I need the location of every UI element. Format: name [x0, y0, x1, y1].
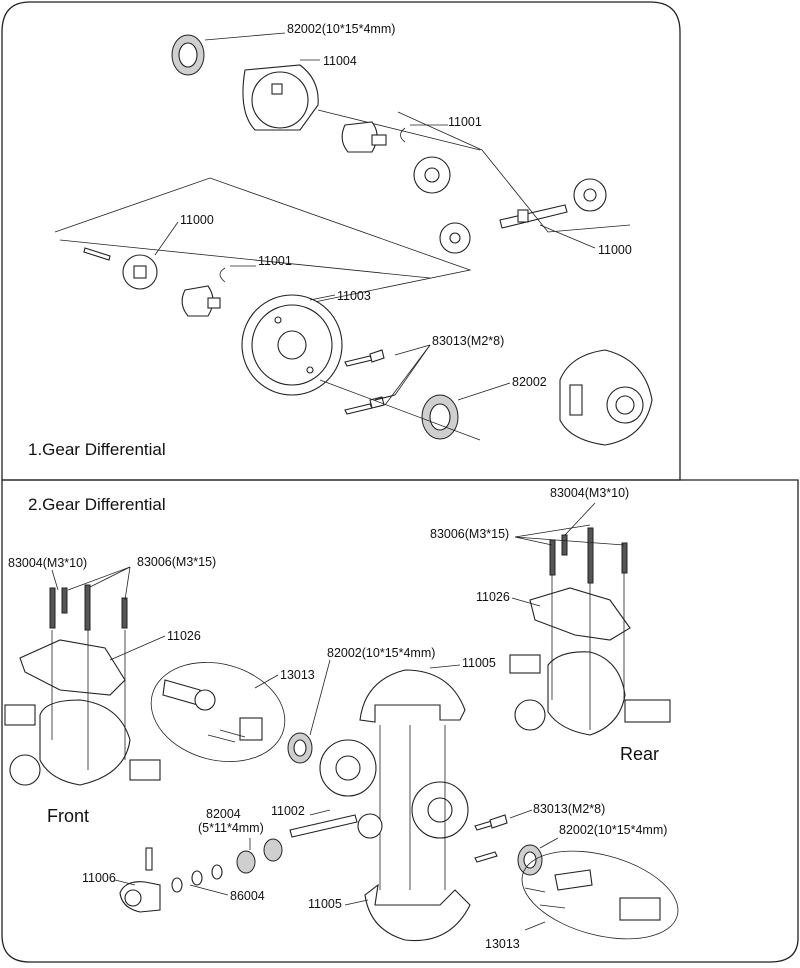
label-bearing-right: 82002(10*15*4mm)	[559, 823, 667, 837]
label-bearing-small-size: (5*11*4mm)	[198, 821, 264, 835]
label-right-brace: 11026	[476, 590, 510, 604]
label-screws: 83013(M2*8)	[432, 334, 504, 348]
panel2-title: 2.Gear Differential	[28, 495, 166, 514]
label-shims: 86004	[230, 889, 265, 903]
panel1-drawing	[54, 32, 653, 446]
label-right-screw-b: 83006(M3*15)	[430, 527, 509, 541]
label-pin-gear-left: 11001	[258, 254, 292, 268]
label-case: 11004	[323, 54, 357, 68]
label-shaft-left: 11000	[180, 213, 214, 227]
label-rear: Rear	[620, 744, 659, 764]
lower-frame	[1, 479, 799, 963]
label-ring-gear: 11003	[337, 289, 371, 303]
label-shaft: 11002	[271, 804, 305, 818]
label-bearing-top: 82002(10*15*4mm)	[287, 22, 395, 36]
panel1-title: 1.Gear Differential	[28, 440, 166, 459]
label-pin-gear-top: 11001	[448, 115, 482, 129]
label-screws-center: 83013(M2*8)	[533, 802, 605, 816]
panel2-drawing	[4, 502, 679, 942]
label-left-screw-a: 83004(M3*10)	[8, 556, 87, 570]
label-shaft-mid: 11000	[598, 243, 632, 257]
label-housing-top: 11005	[462, 656, 496, 670]
label-left-screw-b: 83006(M3*15)	[137, 555, 216, 569]
label-front: Front	[47, 806, 89, 826]
label-cup-joint: 13013	[280, 668, 315, 682]
label-pinion: 11006	[82, 871, 116, 885]
label-right-screw-a: 83004(M3*10)	[550, 486, 629, 500]
label-left-brace: 11026	[167, 629, 201, 643]
label-cup-joint-bottom: 13013	[485, 937, 520, 951]
label-bearing-small: 82004	[206, 807, 241, 821]
label-housing-bottom: 11005	[308, 897, 342, 911]
label-bearing-bottom: 82002	[512, 375, 547, 389]
label-bearing-center: 82002(10*15*4mm)	[327, 646, 435, 660]
